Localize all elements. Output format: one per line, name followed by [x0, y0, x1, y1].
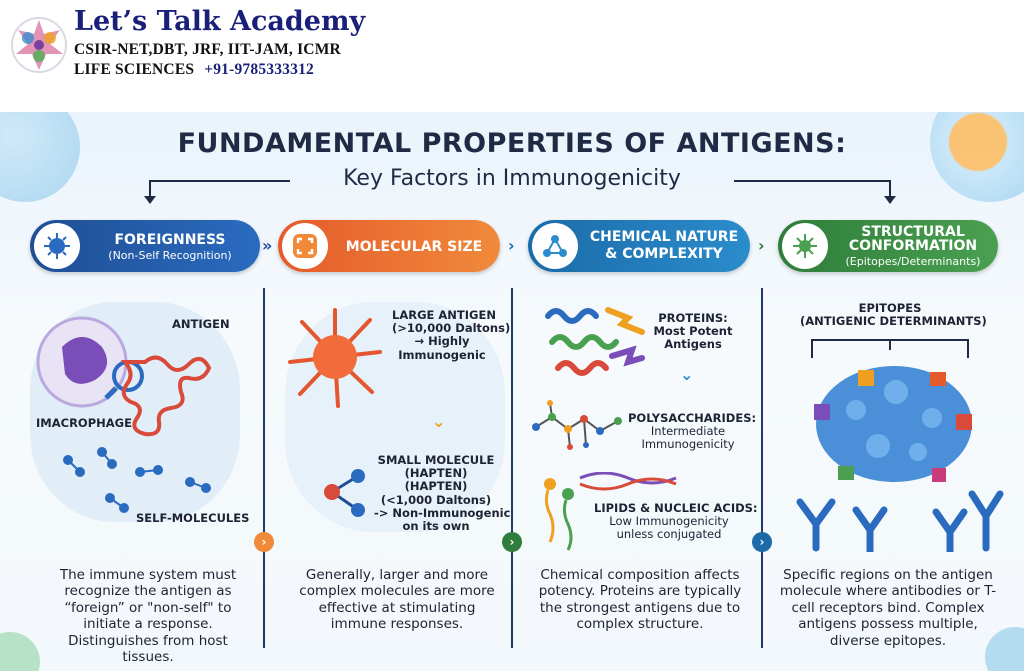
- foreignness-description: The immune system must recognize the ant…: [59, 567, 237, 666]
- foreignness-subtitle: (Non-Self Recognition): [108, 248, 232, 262]
- chevron-right-icon: ›: [254, 532, 274, 552]
- brand-exams: CSIR-NET,DBT, JRF, IIT-JAM, ICMR: [74, 41, 341, 58]
- foreignness-title: FOREIGNNESS: [114, 231, 226, 248]
- chevron-right-icon: ›: [758, 236, 765, 255]
- structural-description: Specific regions on the antigen molecule…: [779, 567, 997, 649]
- academy-logo-icon: [11, 17, 67, 73]
- virus-icon: [34, 223, 80, 269]
- molecular-size-header: MOLECULAR SIZE: [278, 220, 500, 272]
- lipids-line-1: LIPIDS & NUCLEIC ACIDS:: [594, 501, 758, 515]
- column-divider: [761, 288, 763, 648]
- brand-title: Let’s Talk Academy: [74, 6, 366, 37]
- macrophage-illustration: [36, 316, 212, 513]
- proteins-line-2: Most Potent: [653, 324, 733, 339]
- academy-header: Let’s Talk Academy CSIR-NET,DBT, JRF, II…: [0, 0, 1024, 112]
- chemical-nature-title-2: & COMPLEXITY: [605, 245, 723, 262]
- proteins-line-3: Antigens: [664, 337, 722, 352]
- large-antigen-line-2: (>10,000 Daltons): [392, 321, 511, 336]
- large-antigen-label: LARGE ANTIGEN (>10,000 Daltons) → Highly…: [392, 308, 511, 362]
- brand-subject-line: LIFE SCIENCES +91-9785333312: [74, 61, 314, 79]
- brand-subject: LIFE SCIENCES: [74, 61, 195, 78]
- epitope-bracket: [811, 339, 969, 358]
- lipid-nucleic-acid-illustration: [544, 472, 677, 551]
- lipids-label: LIPIDS & NUCLEIC ACIDS: Low Immunogenici…: [594, 501, 758, 542]
- proteins-label: PROTEINS: Most Potent Antigens: [648, 311, 738, 352]
- hapten-illustration: [324, 469, 365, 517]
- large-antigen-illustration: [288, 308, 382, 408]
- protein-illustration: [545, 307, 645, 376]
- column-divider: [511, 288, 513, 648]
- epitopes-line-2: (ANTIGENIC DETERMINANTS): [800, 314, 987, 329]
- column-divider: [263, 288, 265, 648]
- polysaccharides-line-3: Immunogenicity: [641, 437, 735, 452]
- chevron-right-icon: ›: [508, 236, 515, 255]
- infographic-panel: FUNDAMENTAL PROPERTIES OF ANTIGENS: Key …: [0, 112, 1024, 671]
- antigen-label: ANTIGEN: [172, 317, 230, 331]
- chevron-right-icon: ›: [502, 532, 522, 552]
- small-molecule-label: SMALL MOLECULE (HAPTEN) (HAPTEN) (<1,000…: [374, 453, 511, 534]
- antigen-epitope-illustration: [796, 366, 1004, 552]
- large-antigen-line-4: Immunogenic: [398, 347, 486, 362]
- chemical-nature-description: Chemical composition affects potency. Pr…: [538, 567, 742, 633]
- expand-arrows-icon: [282, 223, 328, 269]
- infographic-subtitle: Key Factors in Immunogenicity: [343, 166, 681, 191]
- polysaccharide-illustration: [532, 400, 622, 450]
- large-antigen-line-3: → Highly: [414, 334, 470, 349]
- chevron-right-icon: ›: [752, 532, 772, 552]
- foreignness-header: FOREIGNNESS(Non-Self Recognition): [30, 220, 260, 272]
- small-molecule-line-4: (<1,000 Daltons): [380, 492, 492, 507]
- chemical-nature-header: CHEMICAL NATURE& COMPLEXITY: [528, 220, 750, 272]
- infographic-title: FUNDAMENTAL PROPERTIES OF ANTIGENS:: [177, 128, 847, 159]
- structural-title-1: STRUCTURAL: [861, 223, 965, 240]
- structural-title-2: CONFORMATION: [848, 238, 978, 255]
- polysaccharides-line-1: POLYSACCHARIDES:: [628, 411, 757, 425]
- polysaccharides-label: POLYSACCHARIDES: Intermediate Immunogeni…: [628, 411, 757, 452]
- epitopes-line-1: EPITOPES: [858, 301, 922, 315]
- small-molecule-line-5: -> Non-Immunogenic: [374, 505, 511, 520]
- chevron-down-icon: ⌄: [432, 412, 446, 431]
- small-molecule-line-2: (HAPTEN): [404, 466, 468, 481]
- macrophage-label: IMACROPHAGE: [36, 416, 132, 430]
- molecule-icon: [532, 223, 578, 269]
- self-molecules-label: SELF-MOLECULES: [136, 511, 250, 525]
- lipids-line-2: Low Immunogenicity: [609, 514, 729, 529]
- corner-cell-bottom-left: [0, 632, 40, 671]
- structural-subtitle: (Epitopes/Determinants): [845, 254, 981, 268]
- proteins-line-1: PROTEINS:: [658, 311, 728, 325]
- chemical-nature-title-1: CHEMICAL NATURE: [589, 229, 739, 246]
- epitopes-label: EPITOPES (ANTIGENIC DETERMINANTS): [800, 301, 987, 329]
- small-molecule-line-3: (HAPTEN): [404, 479, 468, 494]
- polysaccharides-line-2: Intermediate: [650, 424, 726, 439]
- chevron-right-icon: »: [262, 236, 273, 255]
- epitope-icon: [782, 223, 828, 269]
- lipids-line-3: unless conjugated: [616, 527, 722, 542]
- chevron-down-icon: ⌄: [680, 365, 694, 384]
- molecular-size-description: Generally, larger and more complex molec…: [299, 567, 495, 633]
- large-antigen-line-1: LARGE ANTIGEN: [392, 308, 496, 322]
- brand-phone: +91-9785333312: [204, 61, 314, 78]
- title-bracket-arrows: [144, 180, 896, 204]
- molecular-size-title: MOLECULAR SIZE: [345, 238, 483, 255]
- small-molecule-line-1: SMALL MOLECULE: [377, 453, 495, 467]
- small-molecule-line-6: on its own: [402, 519, 470, 534]
